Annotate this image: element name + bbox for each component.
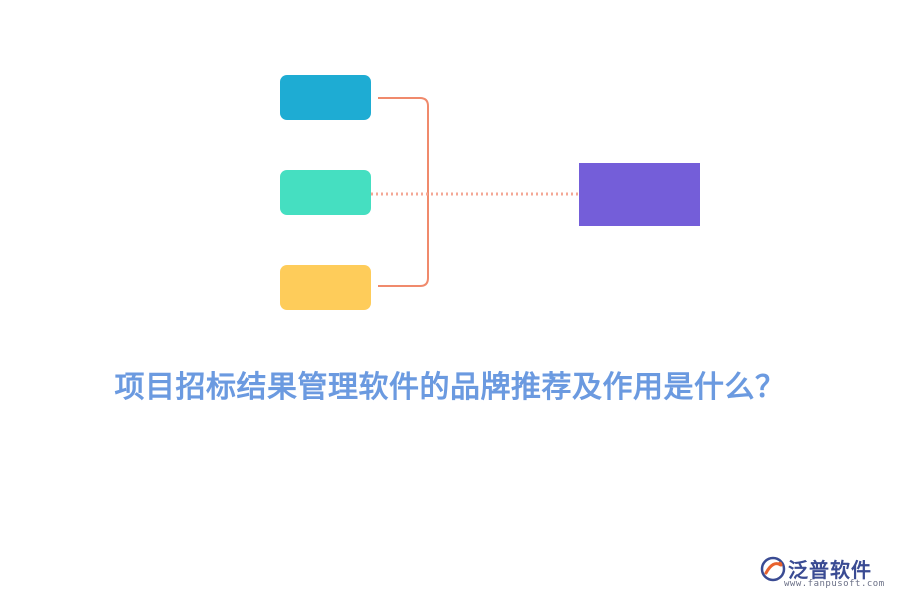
purple-box xyxy=(579,163,700,226)
fanpu-logo-icon xyxy=(760,556,786,582)
teal-box xyxy=(280,170,371,215)
page-title: 项目招标结果管理软件的品牌推荐及作用是什么？ xyxy=(114,370,786,405)
blue-box xyxy=(280,75,371,120)
logo-name: 泛普软件 xyxy=(788,558,872,582)
yellow-box xyxy=(280,265,371,310)
brand-logo[interactable]: 泛普软件 www.fanpusoft.com xyxy=(760,554,890,592)
bracket-connector xyxy=(378,97,429,287)
logo-url: www.fanpusoft.com xyxy=(784,579,885,589)
